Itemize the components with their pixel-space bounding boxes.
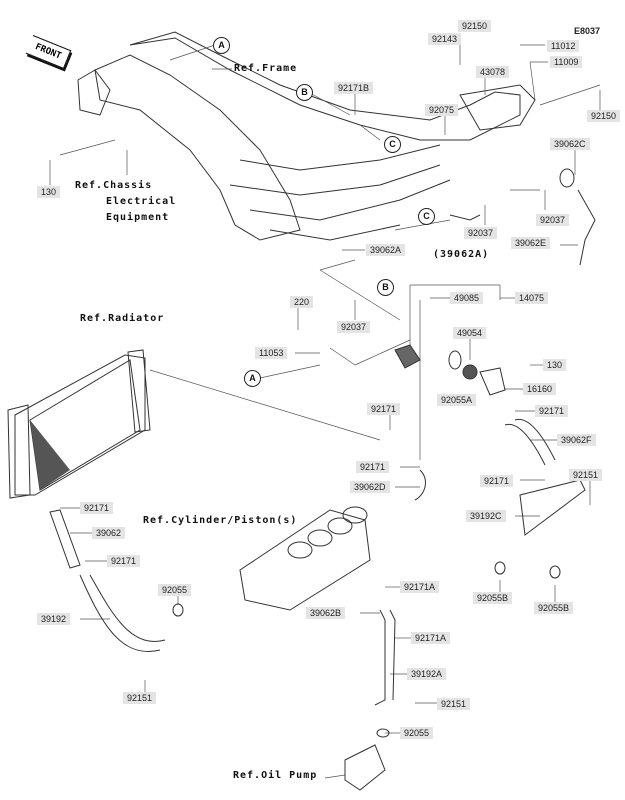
part-label-92055[interactable]: 92055 [400, 727, 434, 739]
callout-b: B [296, 84, 313, 101]
part-label-92037[interactable]: 92037 [536, 214, 570, 226]
part-label-92171[interactable]: 92171 [107, 555, 141, 567]
part-label-92171[interactable]: 92171 [356, 461, 390, 473]
ref-chassis-link[interactable]: Ref.Chassis [75, 180, 153, 191]
part-label-92150[interactable]: 92150 [458, 20, 492, 32]
part-label-39192[interactable]: 39192 [37, 613, 71, 625]
part-label-39062f[interactable]: 39062F [557, 434, 596, 446]
ref-chassis-line2: Electrical [106, 196, 177, 207]
part-label-92037[interactable]: 92037 [464, 227, 498, 239]
callout-c: C [384, 136, 401, 153]
part-label-130[interactable]: 130 [543, 359, 567, 371]
callout-a: A [213, 37, 230, 54]
part-label-39062c[interactable]: 39062C [550, 138, 590, 150]
callout-b: B [377, 279, 394, 296]
group-note: (39062A) [433, 249, 490, 260]
part-label-92171[interactable]: 92171 [535, 405, 569, 417]
radiator-drawing [7, 349, 151, 499]
part-label-11009[interactable]: 11009 [550, 56, 583, 68]
part-label-39062a[interactable]: 39062A [366, 244, 406, 256]
part-label-92171a[interactable]: 92171A [411, 632, 451, 644]
hose-drawing [49, 168, 596, 791]
part-label-92055a[interactable]: 92055A [437, 394, 477, 406]
part-label-92171[interactable]: 92171 [80, 502, 114, 514]
part-label-39062[interactable]: 39062 [92, 527, 126, 539]
part-label-16160[interactable]: 16160 [523, 383, 557, 395]
part-label-130[interactable]: 130 [37, 186, 61, 198]
part-label-92171a[interactable]: 92171A [400, 581, 440, 593]
leader-lines [49, 44, 601, 779]
part-label-14075[interactable]: 14075 [515, 292, 549, 304]
part-label-92055b[interactable]: 92055B [473, 592, 513, 604]
part-label-92055b[interactable]: 92055B [534, 602, 574, 614]
part-label-39192c[interactable]: 39192C [466, 510, 506, 522]
part-label-92055[interactable]: 92055 [158, 584, 192, 596]
part-label-92143[interactable]: 92143 [428, 33, 462, 45]
part-label-92150[interactable]: 92150 [587, 110, 621, 122]
ref-chassis-line3: Equipment [106, 212, 170, 223]
part-label-92037[interactable]: 92037 [337, 321, 371, 333]
part-label-92151[interactable]: 92151 [437, 698, 471, 710]
part-label-39062e[interactable]: 39062E [511, 237, 551, 249]
part-label-220[interactable]: 220 [290, 296, 314, 308]
ref-cylinder-link[interactable]: Ref.Cylinder/Piston(s) [143, 515, 298, 526]
part-label-92171[interactable]: 92171 [480, 475, 514, 487]
part-label-43078[interactable]: 43078 [476, 66, 510, 78]
callout-c: C [418, 208, 435, 225]
diagram-code: E8037 [574, 26, 601, 36]
callout-a: A [244, 370, 261, 387]
part-label-92075[interactable]: 92075 [425, 104, 459, 116]
part-label-92171b[interactable]: 92171B [334, 82, 374, 94]
part-label-92151[interactable]: 92151 [123, 692, 157, 704]
frame-drawing [77, 31, 536, 241]
ref-frame-link[interactable]: Ref.Frame [234, 63, 298, 74]
part-label-92151[interactable]: 92151 [569, 469, 603, 481]
part-label-49054[interactable]: 49054 [453, 327, 487, 339]
part-label-92171[interactable]: 92171 [367, 403, 401, 415]
ref-radiator-link[interactable]: Ref.Radiator [80, 313, 165, 324]
ref-oil-pump-link[interactable]: Ref.Oil Pump [233, 770, 318, 781]
part-label-39062b[interactable]: 39062B [306, 607, 346, 619]
part-label-49085[interactable]: 49085 [450, 292, 484, 304]
part-label-11012[interactable]: 11012 [547, 40, 580, 52]
part-label-11053[interactable]: 11053 [255, 347, 288, 359]
part-label-39192a[interactable]: 39192A [407, 668, 447, 680]
part-label-39062d[interactable]: 39062D [350, 481, 390, 493]
